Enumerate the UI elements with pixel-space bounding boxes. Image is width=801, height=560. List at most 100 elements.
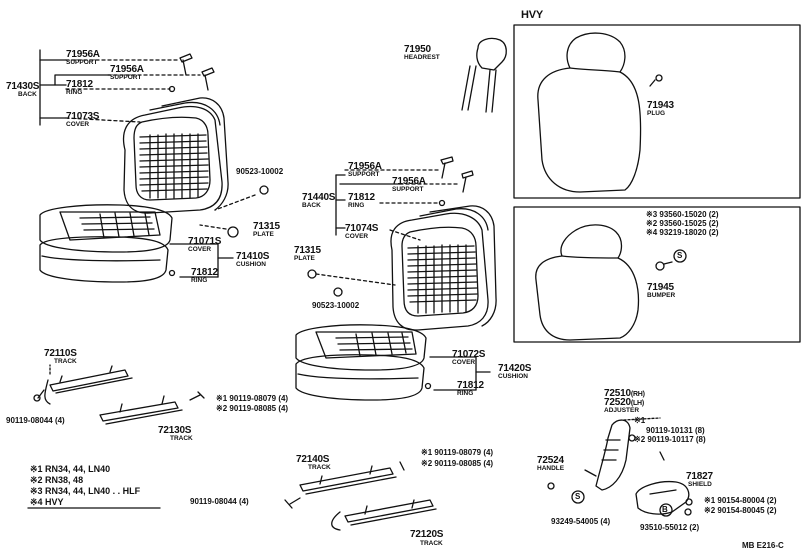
left-track-lower bbox=[99, 391, 205, 425]
label-support: SUPPORT bbox=[66, 59, 98, 66]
label-71315: 71315 bbox=[294, 245, 321, 256]
label-72130s: 72130S bbox=[158, 425, 192, 436]
label-track: TRACK bbox=[170, 435, 193, 442]
label-adjuster-l2: ※2 90119-10117 (8) bbox=[634, 435, 706, 444]
label-93510-55012: 93510-55012 (2) bbox=[640, 523, 700, 532]
label-adjuster: ADJUSTER bbox=[604, 407, 640, 414]
label-71945: 71945 bbox=[647, 282, 674, 293]
label-72110s: 72110S bbox=[44, 348, 77, 359]
label-72140s: 72140S bbox=[296, 454, 330, 465]
left-cushion-bracket bbox=[169, 243, 234, 278]
label-72510-num: 72510 bbox=[604, 388, 631, 399]
label-track-left-l2: ※2 90119-08085 (4) bbox=[216, 404, 289, 413]
right-track-lower bbox=[331, 499, 437, 531]
label-71956a: 71956A bbox=[348, 161, 382, 172]
adjuster-s-mark: S bbox=[575, 492, 581, 501]
legend-row-1: ※1 RN34, 44, LN40 bbox=[30, 464, 111, 474]
label-cushion: CUSHION bbox=[236, 261, 266, 268]
label-cover: COVER bbox=[188, 246, 212, 253]
label-72510: 72510(RH) bbox=[604, 389, 645, 399]
label-rh: (RH) bbox=[630, 391, 645, 398]
label-support: SUPPORT bbox=[110, 74, 142, 81]
right-seat-back bbox=[390, 205, 497, 331]
label-back: BACK bbox=[18, 91, 37, 98]
label-71074s: 71074S bbox=[345, 223, 379, 234]
label-72524: 72524 bbox=[537, 455, 564, 466]
label-71812: 71812 bbox=[457, 380, 484, 391]
label-cover: COVER bbox=[345, 233, 369, 240]
label-ring: RING bbox=[348, 202, 365, 209]
label-71315: 71315 bbox=[253, 221, 280, 232]
label-track-right-l1: ※1 90119-08079 (4) bbox=[421, 448, 494, 457]
label-lh: (LH) bbox=[630, 400, 645, 407]
label-plate: PLATE bbox=[294, 255, 315, 262]
label-support: SUPPORT bbox=[392, 186, 424, 193]
label-track: TRACK bbox=[420, 540, 443, 547]
label-cushion: CUSHION bbox=[498, 373, 528, 380]
label-track: TRACK bbox=[54, 358, 77, 365]
label-90523-10002: 90523-10002 bbox=[236, 167, 284, 176]
label-cover: COVER bbox=[452, 359, 476, 366]
right-cushion bbox=[295, 324, 432, 401]
label-71430s: 71430S bbox=[6, 81, 40, 92]
left-back-bracket bbox=[39, 49, 201, 126]
label-71827: 71827 bbox=[686, 471, 713, 482]
label-ring: RING bbox=[66, 89, 83, 96]
label-adjuster-l1: 90119-10131 (8) bbox=[646, 426, 705, 435]
adjuster-b-mark: B bbox=[662, 505, 668, 514]
label-cover: COVER bbox=[66, 121, 90, 128]
label-71073s: 71073S bbox=[66, 111, 100, 122]
label-ring: RING bbox=[457, 390, 474, 397]
headrest bbox=[461, 37, 507, 113]
hvy-box-frame bbox=[513, 24, 801, 199]
label-adjuster-l3: ※1 90154-80004 (2) bbox=[704, 496, 777, 505]
label-plug: PLUG bbox=[647, 110, 666, 117]
label-90119-08044: 90119-08044 (4) bbox=[6, 416, 65, 425]
adjuster bbox=[547, 417, 673, 517]
label-72520-num: 72520 bbox=[604, 397, 631, 408]
label-90119-08044: 90119-08044 (4) bbox=[190, 497, 249, 506]
label-71410s: 71410S bbox=[236, 251, 270, 262]
bumper-seat-outline bbox=[535, 224, 687, 341]
right-supports bbox=[438, 156, 474, 207]
label-shield: SHIELD bbox=[688, 481, 712, 488]
left-cushion bbox=[39, 185, 269, 283]
label-71420s: 71420S bbox=[498, 363, 532, 374]
left-seat-back bbox=[122, 97, 229, 214]
shield bbox=[635, 480, 693, 516]
label-72120s: 72120S bbox=[410, 529, 444, 540]
label-track: TRACK bbox=[308, 464, 331, 471]
label-71812: 71812 bbox=[191, 267, 218, 278]
label-support: SUPPORT bbox=[348, 171, 380, 178]
label-71071s: 71071S bbox=[188, 236, 222, 247]
label-headrest: HEADREST bbox=[404, 54, 440, 61]
label-71950: 71950 bbox=[404, 44, 431, 55]
label-track-left-l1: ※1 90119-08079 (4) bbox=[216, 394, 289, 403]
label-back: BACK bbox=[302, 202, 321, 209]
legend-row-2: ※2 RN38, 48 bbox=[30, 475, 84, 485]
right-cushion-bracket bbox=[429, 356, 491, 391]
label-71943: 71943 bbox=[647, 100, 674, 111]
label-track-right-l2: ※2 90119-08085 (4) bbox=[421, 459, 494, 468]
label-ring: RING bbox=[191, 277, 208, 284]
label-bumper-l3: ※4 93219-18020 (2) bbox=[646, 228, 719, 237]
label-90523-10002: 90523-10002 bbox=[312, 301, 360, 310]
label-bumper-l2: ※2 93560-15025 (2) bbox=[646, 219, 719, 228]
label-71072s: 71072S bbox=[452, 349, 486, 360]
right-track-upper bbox=[284, 461, 405, 509]
label-71956a: 71956A bbox=[66, 49, 100, 60]
label-71956a: 71956A bbox=[110, 64, 144, 75]
diagram-code: MB E216-C bbox=[742, 541, 784, 550]
label-handle: HANDLE bbox=[537, 465, 565, 472]
right-plate bbox=[307, 269, 396, 297]
label-71440s: 71440S bbox=[302, 192, 336, 203]
label-71956a: 71956A bbox=[392, 176, 426, 187]
legend-row-3: ※3 RN34, 44, LN40 . . HLF bbox=[30, 486, 141, 496]
legend-row-4: ※4 HVY bbox=[30, 497, 64, 507]
label-adjuster-l1a: ※1 bbox=[634, 416, 646, 425]
bumper-box-frame bbox=[513, 206, 801, 343]
label-71812: 71812 bbox=[66, 79, 93, 90]
label-72520: 72520(LH) bbox=[604, 398, 644, 408]
